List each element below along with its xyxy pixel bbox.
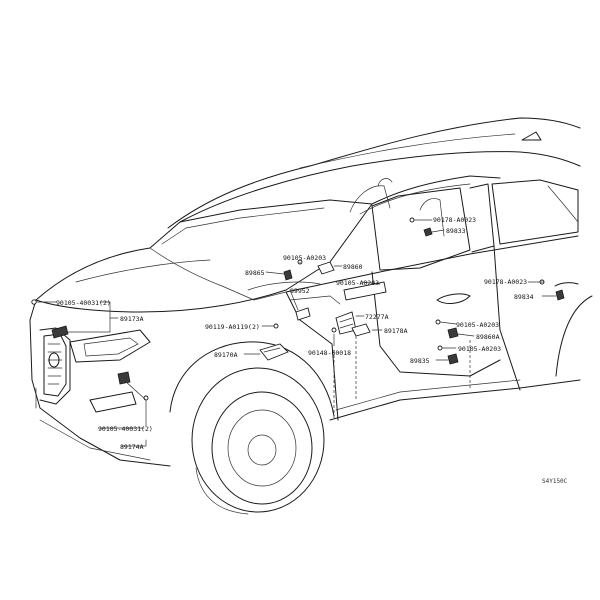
bolt-90178-A0023-top — [409, 217, 415, 223]
label-90105-A0203-door: 90105-A0203 — [456, 321, 499, 329]
label-89178A: 89178A — [384, 327, 408, 335]
leader-lines — [36, 219, 557, 447]
label-90148-60018: 90148-60018 — [308, 349, 351, 357]
label-89835: 89835 — [410, 357, 430, 365]
label-89952: 89952 — [290, 287, 310, 295]
label-72277A: 72277A — [365, 313, 389, 321]
sensor-89865 — [283, 269, 293, 281]
sensor-89170A — [259, 343, 289, 361]
label-90105-40031-2-top: 90105-40031(2) — [56, 299, 111, 307]
sensor-89178A — [351, 323, 371, 337]
label-89860: 89860 — [343, 263, 363, 271]
clip-90148-60018 — [331, 327, 337, 333]
bolt-90119-A0119 — [273, 323, 279, 329]
label-89170A: 89170A — [214, 351, 238, 359]
sensor-89860A — [447, 327, 459, 339]
label-89860A: 89860A — [476, 333, 500, 341]
label-90178-A0023-right: 90178-A0023 — [484, 278, 527, 286]
sensor-89173A — [51, 325, 69, 339]
label-90105-40031-2-bottom: 90105-40031(2) — [98, 425, 153, 433]
pillar-bracket — [343, 281, 387, 301]
sensor-89833 — [423, 227, 433, 237]
sensor-parts — [31, 217, 565, 401]
label-89865: 89865 — [245, 269, 265, 277]
sensor-89860 — [317, 261, 335, 275]
bolt-90105-A0203-door — [435, 319, 441, 325]
label-90119-A0119-2: 90119-A0119(2) — [205, 323, 260, 331]
label-90178-A0023-top: 90178-A0023 — [433, 216, 476, 224]
sensor-89952 — [295, 307, 311, 321]
part-labels: 90105-40031(2) 89173A 89865 90105-A0203 … — [56, 216, 534, 451]
label-90105-A0203-top: 90105-A0203 — [283, 254, 326, 262]
label-89173A: 89173A — [120, 315, 144, 323]
sensor-89834 — [555, 289, 565, 301]
car-body — [29, 117, 593, 515]
label-90105-A0203-low: 90105-A0203 — [458, 345, 501, 353]
label-90105-A0203-mid: 90105-A0203 — [336, 279, 379, 287]
illustration-code: S4Y150C — [542, 478, 568, 485]
label-89834: 89834 — [514, 293, 534, 301]
bolt-90105-40031-bottom — [143, 395, 149, 401]
bolt-90105-40031-top — [31, 299, 37, 305]
bolt-90105-A0203-low — [437, 345, 443, 351]
label-89174A: 89174A — [120, 443, 144, 451]
sensor-89835 — [447, 353, 459, 365]
sensor-89174A — [117, 371, 131, 385]
label-89833: 89833 — [446, 227, 466, 235]
